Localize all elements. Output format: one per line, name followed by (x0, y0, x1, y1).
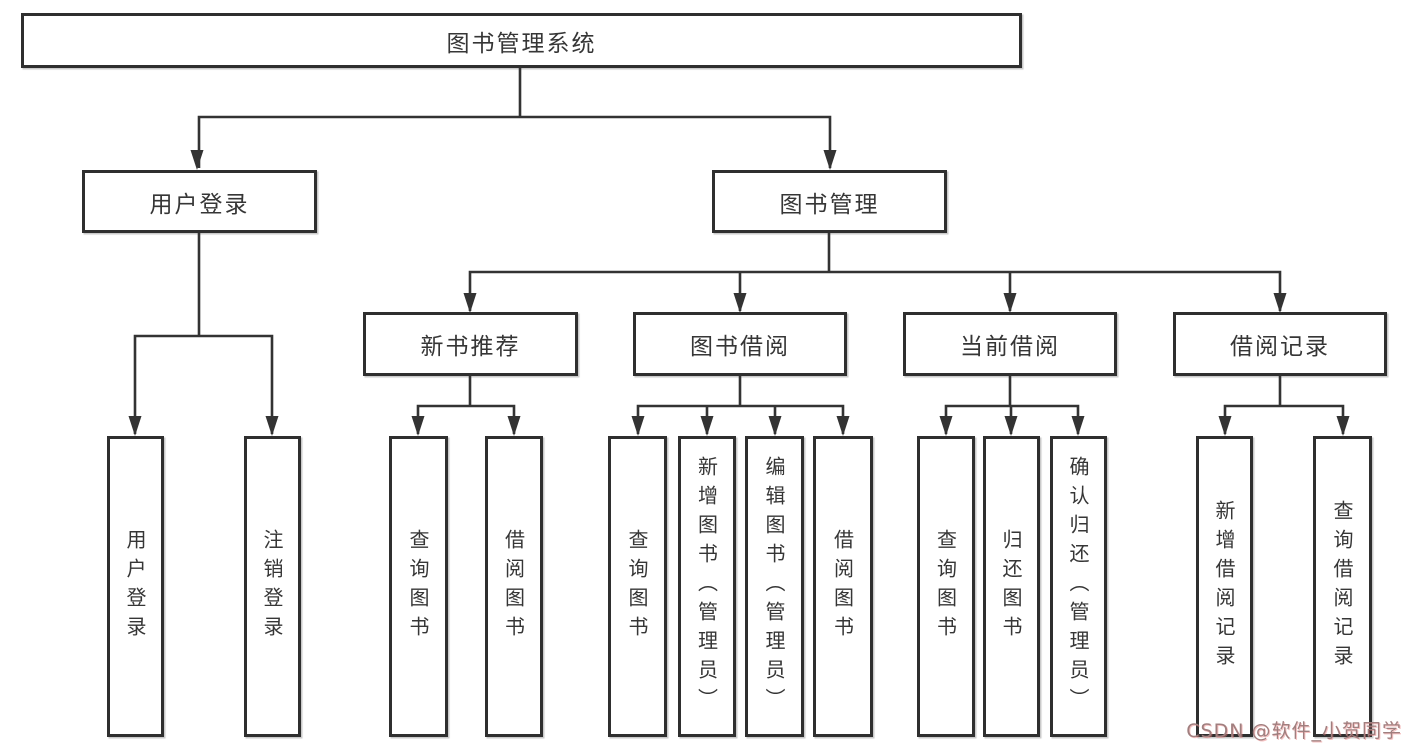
leaf-query-book-borrow-label: 查询图书 (625, 528, 649, 645)
leaf-confirm-return-admin: 确认归还（管理员） (1050, 436, 1107, 737)
node-current-borrow-label: 当前借阅 (960, 334, 1060, 360)
leaf-borrow-book-label: 借阅图书 (830, 528, 855, 645)
leaf-logout-label: 注销登录 (260, 528, 284, 645)
leaf-return-book: 归还图书 (983, 436, 1040, 737)
node-new-book-recommend-label: 新书推荐 (420, 334, 521, 360)
arrowheads (128, 150, 1350, 436)
node-current-borrow: 当前借阅 (903, 312, 1117, 376)
leaf-query-borrow-record: 查询借阅记录 (1313, 436, 1372, 737)
node-borrow-records: 借阅记录 (1173, 312, 1387, 376)
leaf-borrow-book-recommend: 借阅图书 (485, 436, 543, 737)
node-root-system: 图书管理系统 (21, 13, 1022, 68)
node-book-management: 图书管理 (712, 170, 947, 233)
leaf-query-book-current: 查询图书 (917, 436, 975, 737)
leaf-edit-book-admin-label: 编辑图书（管理员） (762, 456, 786, 717)
leaf-query-borrow-record-label: 查询借阅记录 (1330, 499, 1354, 674)
node-book-management-label: 图书管理 (779, 191, 880, 218)
leaf-query-book-recommend: 查询图书 (389, 436, 448, 737)
leaf-query-book-recommend-label: 查询图书 (406, 528, 430, 645)
leaf-add-book-admin: 新增图书（管理员） (678, 436, 736, 737)
node-root-label: 图书管理系统 (446, 30, 597, 57)
leaf-add-borrow-record-label: 新增借阅记录 (1212, 499, 1236, 674)
node-new-book-recommend: 新书推荐 (363, 312, 578, 376)
leaf-add-borrow-record: 新增借阅记录 (1196, 436, 1253, 737)
node-book-borrow-label: 图书借阅 (690, 334, 790, 360)
node-user-login-label: 用户登录 (149, 191, 250, 218)
leaf-return-book-label: 归还图书 (999, 528, 1023, 645)
leaf-borrow-book-recommend-label: 借阅图书 (501, 528, 526, 645)
leaf-user-login: 用户登录 (107, 436, 164, 737)
leaf-logout: 注销登录 (244, 436, 301, 737)
leaf-add-book-admin-label: 新增图书（管理员） (694, 456, 719, 717)
node-user-login: 用户登录 (82, 170, 317, 233)
node-book-borrow: 图书借阅 (633, 312, 847, 376)
leaf-confirm-return-admin-label: 确认归还（管理员） (1066, 456, 1090, 717)
leaf-edit-book-admin: 编辑图书（管理员） (745, 436, 804, 737)
leaf-user-login-label: 用户登录 (123, 528, 147, 645)
leaf-query-book-borrow: 查询图书 (608, 436, 667, 737)
leaf-query-book-current-label: 查询图书 (933, 528, 958, 645)
node-borrow-records-label: 借阅记录 (1230, 334, 1330, 360)
leaf-borrow-book: 借阅图书 (813, 436, 873, 737)
